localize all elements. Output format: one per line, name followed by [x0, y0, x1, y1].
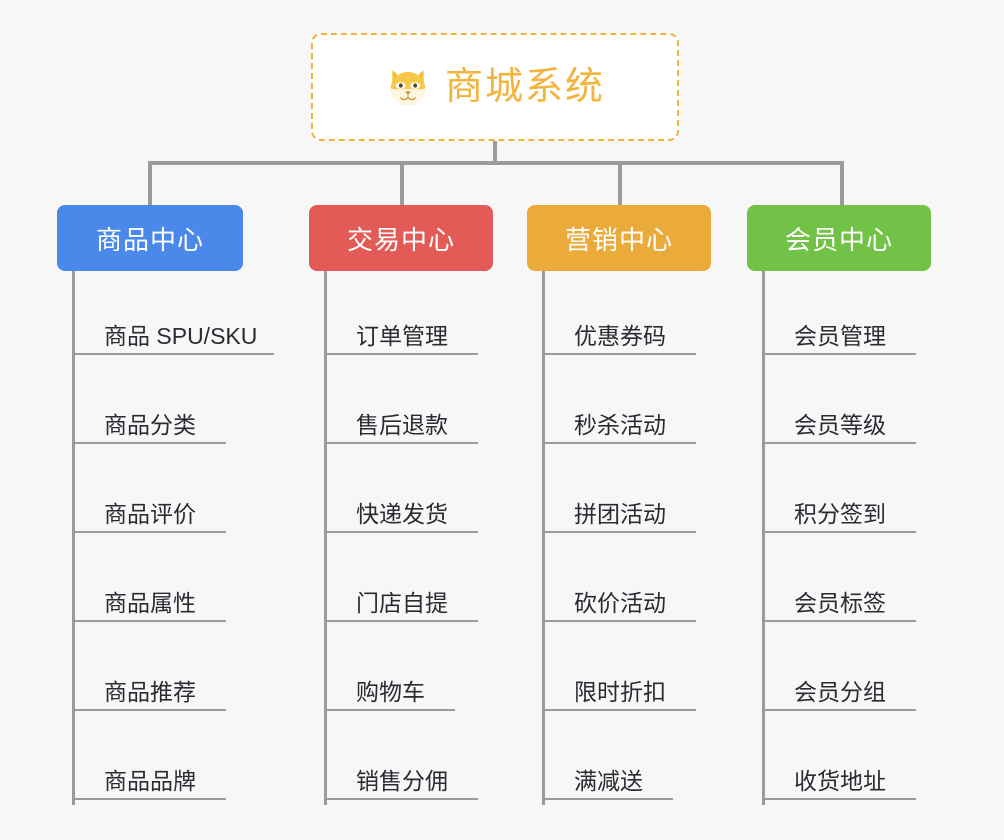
- trunk-column-4: [762, 271, 765, 805]
- leaf-item-1-3[interactable]: 商品评价: [72, 444, 226, 533]
- connector-drop-1: [148, 161, 152, 207]
- category-box-1[interactable]: 商品中心: [57, 205, 243, 271]
- leaf-label: 商品分类: [104, 411, 196, 438]
- leaf-label: 商品品牌: [104, 767, 196, 794]
- leaf-item-4-6[interactable]: 收货地址: [762, 711, 916, 800]
- leaf-label: 门店自提: [356, 589, 448, 616]
- category-box-4[interactable]: 会员中心: [747, 205, 931, 271]
- leaf-label: 订单管理: [356, 322, 448, 349]
- connector-drop-2: [400, 161, 404, 207]
- leaf-label: 商品属性: [104, 589, 196, 616]
- leaf-label: 限时折扣: [574, 678, 666, 705]
- leaf-item-1-5[interactable]: 商品推荐: [72, 622, 226, 711]
- leaf-label: 购物车: [356, 678, 425, 705]
- leaf-item-3-6[interactable]: 满减送: [542, 711, 673, 800]
- leaf-label: 会员分组: [794, 678, 886, 705]
- leaf-label: 会员标签: [794, 589, 886, 616]
- leaf-label: 积分签到: [794, 500, 886, 527]
- connector-drop-4: [840, 161, 844, 207]
- leaf-label: 会员等级: [794, 411, 886, 438]
- leaf-label: 拼团活动: [574, 500, 666, 527]
- shiba-dog-icon: [390, 69, 426, 105]
- leaf-item-1-4[interactable]: 商品属性: [72, 533, 226, 622]
- leaf-item-2-4[interactable]: 门店自提: [324, 533, 478, 622]
- leaf-item-2-2[interactable]: 售后退款: [324, 355, 478, 444]
- trunk-column-1: [72, 271, 75, 805]
- leaf-label: 会员管理: [794, 322, 886, 349]
- leaf-item-3-2[interactable]: 秒杀活动: [542, 355, 696, 444]
- leaf-label: 满减送: [574, 767, 643, 794]
- leaf-item-4-3[interactable]: 积分签到: [762, 444, 916, 533]
- leaf-label: 商品推荐: [104, 678, 196, 705]
- leaf-label: 快递发货: [356, 500, 448, 527]
- leaf-item-3-1[interactable]: 优惠券码: [542, 266, 696, 355]
- connector-drop-3: [618, 161, 622, 207]
- leaf-label: 销售分佣: [356, 767, 448, 794]
- category-label-1: 商品中心: [95, 224, 204, 255]
- leaf-item-3-4[interactable]: 砍价活动: [542, 533, 696, 622]
- leaf-item-4-5[interactable]: 会员分组: [762, 622, 916, 711]
- root-title: 商城系统: [444, 66, 605, 108]
- category-box-3[interactable]: 营销中心: [527, 205, 711, 271]
- connector-horizontal-bus: [148, 161, 844, 165]
- leaf-label: 收货地址: [794, 767, 886, 794]
- leaf-label: 秒杀活动: [574, 411, 666, 438]
- leaf-item-2-6[interactable]: 销售分佣: [324, 711, 478, 800]
- trunk-column-3: [542, 271, 545, 805]
- root-node[interactable]: 商城系统: [311, 33, 679, 141]
- leaf-item-4-2[interactable]: 会员等级: [762, 355, 916, 444]
- leaf-label: 商品 SPU/SKU: [104, 322, 258, 349]
- leaf-item-3-3[interactable]: 拼团活动: [542, 444, 696, 533]
- category-box-2[interactable]: 交易中心: [309, 205, 493, 271]
- leaf-item-2-5[interactable]: 购物车: [324, 622, 455, 711]
- leaf-item-3-5[interactable]: 限时折扣: [542, 622, 696, 711]
- leaf-item-2-3[interactable]: 快递发货: [324, 444, 478, 533]
- leaf-item-1-1[interactable]: 商品 SPU/SKU: [72, 266, 274, 355]
- leaf-label: 商品评价: [104, 500, 196, 527]
- leaf-item-1-6[interactable]: 商品品牌: [72, 711, 226, 800]
- category-label-4: 会员中心: [784, 224, 893, 255]
- leaf-item-4-1[interactable]: 会员管理: [762, 266, 916, 355]
- connector-root-stem: [493, 141, 497, 165]
- leaf-item-4-4[interactable]: 会员标签: [762, 533, 916, 622]
- leaf-item-1-2[interactable]: 商品分类: [72, 355, 226, 444]
- category-label-2: 交易中心: [346, 224, 455, 255]
- leaf-label: 售后退款: [356, 411, 448, 438]
- leaf-label: 砍价活动: [574, 589, 666, 616]
- trunk-column-2: [324, 271, 327, 805]
- leaf-item-2-1[interactable]: 订单管理: [324, 266, 478, 355]
- category-label-3: 营销中心: [564, 224, 673, 255]
- leaf-label: 优惠券码: [574, 322, 666, 349]
